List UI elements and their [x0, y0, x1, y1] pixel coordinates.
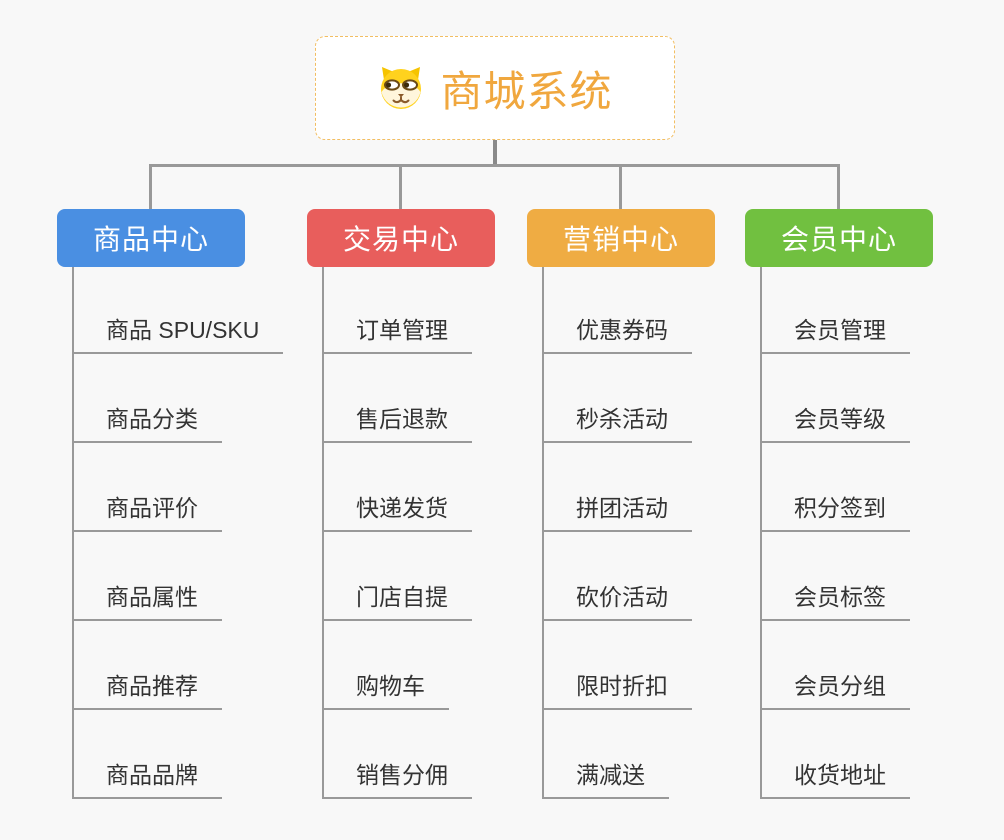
branch-list: 优惠券码 秒杀活动 拼团活动 砍价活动 限时折扣 满减送 [542, 265, 692, 799]
leaf-label: 会员标签 [760, 578, 910, 621]
connector-root-drop [493, 140, 497, 166]
leaf-label: 商品品牌 [72, 756, 222, 799]
leaf-label: 商品推荐 [72, 667, 222, 710]
leaf-label: 快递发货 [322, 489, 472, 532]
connector-drop-product [149, 164, 152, 210]
leaf-label: 门店自提 [322, 578, 472, 621]
branch-list: 商品 SPU/SKU 商品分类 商品评价 商品属性 商品推荐 商品品牌 [72, 265, 284, 799]
leaf-label: 秒杀活动 [542, 400, 692, 443]
leaf-item[interactable]: 满减送 [542, 710, 692, 799]
leaf-label: 优惠券码 [542, 311, 692, 354]
leaf-item[interactable]: 商品推荐 [72, 621, 283, 710]
leaf-item[interactable]: 门店自提 [322, 532, 472, 621]
leaf-item[interactable]: 商品属性 [72, 532, 283, 621]
leaf-label: 售后退款 [322, 400, 472, 443]
branch-column: 营销中心 优惠券码 秒杀活动 拼团活动 砍价活动 限时折扣 满减送 [527, 209, 715, 799]
branch-list: 会员管理 会员等级 积分签到 会员标签 会员分组 收货地址 [760, 265, 910, 799]
branch-trunk-line [72, 267, 74, 799]
leaf-label: 积分签到 [760, 489, 910, 532]
connector-drop-member [837, 164, 840, 210]
leaf-label: 拼团活动 [542, 489, 692, 532]
leaf-item[interactable]: 优惠券码 [542, 265, 692, 354]
leaf-label: 砍价活动 [542, 578, 692, 621]
branch-label: 商品中心 [92, 224, 209, 255]
leaf-item[interactable]: 会员标签 [760, 532, 910, 621]
branch-node[interactable]: 营销中心 [527, 209, 715, 267]
leaf-item[interactable]: 销售分佣 [322, 710, 472, 799]
branch-label: 会员中心 [780, 224, 897, 255]
branch-label: 交易中心 [342, 224, 459, 255]
branch-column: 交易中心 订单管理 售后退款 快递发货 门店自提 购物车 销售分佣 [307, 209, 495, 799]
leaf-label: 满减送 [542, 756, 669, 799]
root-node[interactable]: 商城系统 [315, 36, 675, 140]
branch-node[interactable]: 交易中心 [307, 209, 495, 267]
leaf-item[interactable]: 购物车 [322, 621, 472, 710]
leaf-label: 商品分类 [72, 400, 222, 443]
leaf-item[interactable]: 商品 SPU/SKU [72, 265, 284, 354]
leaf-item[interactable]: 商品评价 [72, 443, 283, 532]
leaf-label: 收货地址 [760, 756, 910, 799]
connector-drop-marketing [619, 164, 622, 210]
leaf-item[interactable]: 收货地址 [760, 710, 910, 799]
leaf-label: 会员等级 [760, 400, 910, 443]
leaf-label: 限时折扣 [542, 667, 692, 710]
branch-node[interactable]: 商品中心 [57, 209, 245, 267]
branch-trunk-line [322, 267, 324, 799]
branch-list: 订单管理 售后退款 快递发货 门店自提 购物车 销售分佣 [322, 265, 472, 799]
leaf-item[interactable]: 会员等级 [760, 354, 910, 443]
leaf-item[interactable]: 秒杀活动 [542, 354, 692, 443]
leaf-item[interactable]: 快递发货 [322, 443, 472, 532]
leaf-label: 订单管理 [322, 311, 472, 354]
leaf-item[interactable]: 积分签到 [760, 443, 910, 532]
connector-drop-trade [399, 164, 402, 210]
leaf-item[interactable]: 订单管理 [322, 265, 472, 354]
leaf-label: 购物车 [322, 667, 449, 710]
leaf-item[interactable]: 商品品牌 [72, 710, 283, 799]
leaf-label: 会员管理 [760, 311, 910, 354]
connector-horizontal-spine [149, 164, 840, 167]
branch-label: 营销中心 [562, 224, 679, 255]
leaf-item[interactable]: 砍价活动 [542, 532, 692, 621]
leaf-label: 销售分佣 [322, 756, 472, 799]
leaf-item[interactable]: 限时折扣 [542, 621, 692, 710]
leaf-item[interactable]: 会员管理 [760, 265, 910, 354]
leaf-label: 商品评价 [72, 489, 222, 532]
leaf-label: 商品属性 [72, 578, 222, 621]
root-title: 商城系统 [440, 67, 613, 115]
leaf-label: 商品 SPU/SKU [72, 311, 284, 354]
leaf-item[interactable]: 会员分组 [760, 621, 910, 710]
dog-icon [377, 64, 425, 112]
leaf-item[interactable]: 拼团活动 [542, 443, 692, 532]
branch-column: 商品中心 商品 SPU/SKU 商品分类 商品评价 商品属性 商品推荐 商品品牌 [57, 209, 284, 799]
branch-trunk-line [760, 267, 762, 799]
branch-node[interactable]: 会员中心 [745, 209, 933, 267]
leaf-item[interactable]: 商品分类 [72, 354, 283, 443]
branch-trunk-line [542, 267, 544, 799]
leaf-label: 会员分组 [760, 667, 910, 710]
branch-column: 会员中心 会员管理 会员等级 积分签到 会员标签 会员分组 收货地址 [745, 209, 933, 799]
leaf-item[interactable]: 售后退款 [322, 354, 472, 443]
